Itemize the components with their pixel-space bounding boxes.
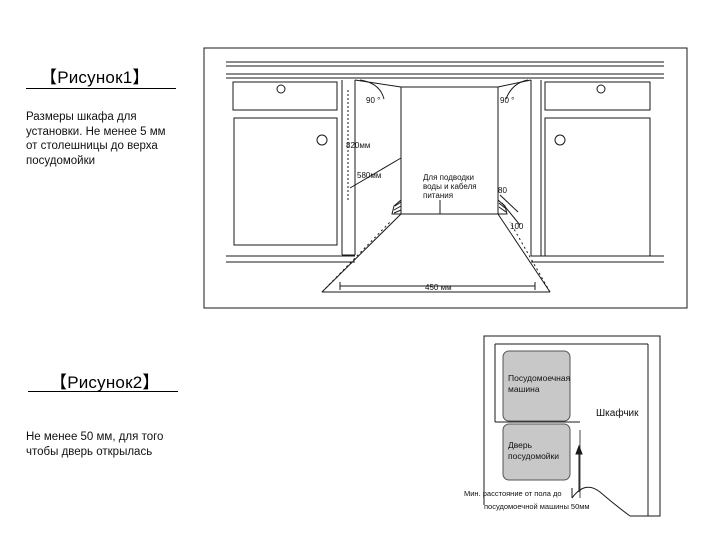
dim-80-label: 80 (498, 186, 507, 195)
figure2-frame (483, 335, 661, 517)
note-line2: воды и кабеля (423, 182, 477, 191)
right-door-knob (554, 134, 566, 146)
note-line1: Для подводки (423, 173, 474, 182)
angle-right-label: 90 ° (500, 96, 514, 105)
cabinet-label: Шкафчик (596, 407, 639, 419)
left-door (233, 117, 338, 246)
figure2-heading-rule (28, 391, 178, 392)
dishwasher-label-2: машина (508, 384, 540, 394)
note-line3: питания (423, 191, 453, 200)
min-distance-line1: Мин. расстояние от пола до (464, 489, 562, 498)
dishwasher-label-1: Посудомоечная (508, 373, 571, 383)
right-drawer-knob (596, 84, 606, 94)
angle-left-label: 90 ° (366, 96, 380, 105)
left-corner-block (391, 198, 402, 215)
min-distance-line2: посудомоечной машины 50мм (484, 502, 590, 511)
door-label-1: Дверь (508, 440, 533, 450)
dishwasher-box (502, 350, 571, 422)
left-door-knob (316, 134, 328, 146)
left-drawer (232, 81, 338, 111)
figure1-heading: 【Рисунок1】 (40, 68, 150, 87)
figure2-heading: 【Рисунок2】 (50, 373, 160, 392)
figure2-description: Не менее 50 мм, для того чтобы дверь отк… (26, 431, 164, 458)
figure1-description: Размеры шкафа для установки. Не менее 5 … (26, 111, 166, 167)
height-820-label: 820мм (346, 141, 370, 150)
width-450-label: 450 мм (425, 283, 452, 292)
figure1-heading-rule (26, 88, 176, 89)
right-drawer (544, 81, 651, 111)
figure1-frame (203, 47, 688, 309)
height-580-label: 580мм (357, 171, 381, 180)
left-drawer-knob (276, 84, 286, 94)
dishwasher-door-box (502, 423, 571, 481)
recess-back-wall (400, 86, 499, 215)
door-label-2: посудомойки (508, 451, 559, 461)
dim-100-label: 100 (510, 222, 524, 231)
